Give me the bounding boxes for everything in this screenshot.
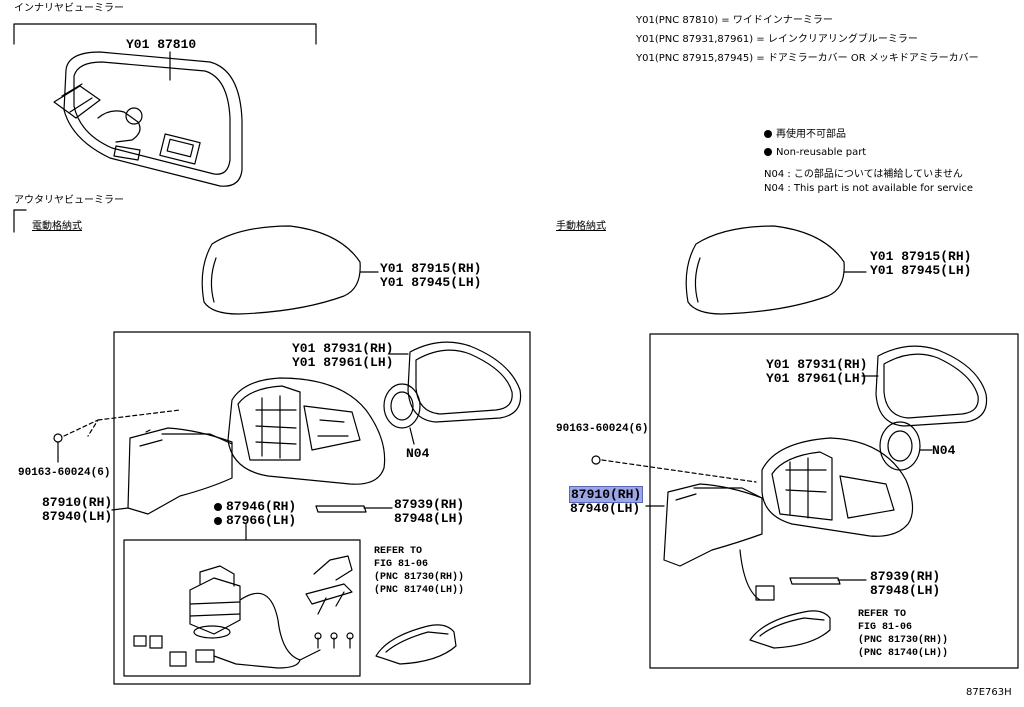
electric-motor-box [123, 539, 361, 677]
manual-glass-drawing [875, 345, 988, 427]
electric-trim-drawing [315, 505, 367, 513]
electric-box [113, 331, 531, 685]
n04-note-en: N04 : This part is not available for ser… [764, 183, 974, 194]
electric-cover-drawing [201, 225, 361, 315]
manual-assembly-part[interactable]: 87910(RH) 87940(LH) [568, 486, 644, 516]
electric-turn-signal-drawing [375, 624, 457, 665]
electric-title: 電動格納式 [32, 221, 82, 232]
non-reusable-dot-icon [764, 130, 772, 138]
legend-line-1: Y01(PNC 87810) = ワイドインナーミラー [636, 15, 833, 26]
inner-mirror-bracket [13, 23, 317, 45]
figure-id: 87E763H [966, 687, 1012, 698]
assembly-part-highlight[interactable]: 87910(RH) [568, 486, 644, 503]
electric-motor-drawing [133, 555, 354, 669]
manual-box [649, 333, 1019, 669]
electric-glass-drawing [407, 341, 522, 423]
electric-motor-part[interactable]: 87946(RH) 87966(LH) [214, 500, 296, 528]
inner-mirror-part-number[interactable]: Y01 87810 [126, 37, 197, 52]
manual-n04-disc [879, 421, 921, 471]
non-reusable-dot-icon [214, 517, 222, 525]
non-reusable-dot-icon [214, 503, 222, 511]
manual-turn-signal-drawing [749, 610, 831, 649]
n04-note-jp: N04 : この部品については補給していません [764, 169, 963, 180]
electric-screw [53, 433, 63, 443]
manual-trim-drawing [789, 577, 841, 585]
manual-cover-drawing [685, 225, 845, 315]
electric-base-drawing [127, 427, 233, 515]
non-reusable-legend-en: Non-reusable part [764, 148, 866, 158]
manual-refer-note[interactable]: REFER TO FIG 81-06 (PNC 81730(RH)) (PNC … [858, 609, 949, 659]
manual-cover-part[interactable]: Y01 87915(RH) Y01 87945(LH) [870, 249, 972, 278]
manual-n04-label[interactable]: N04 [932, 443, 956, 458]
manual-screw [591, 455, 601, 465]
electric-refer-note[interactable]: REFER TO FIG 81-06 (PNC 81730(RH)) (PNC … [374, 546, 465, 596]
electric-glass-part[interactable]: Y01 87931(RH) Y01 87961(LH) [292, 341, 394, 370]
non-reusable-dot-icon [764, 148, 772, 156]
manual-title: 手動格納式 [556, 221, 606, 232]
legend-line-2: Y01(PNC 87931,87961) = レインクリアリングブルーミラー [636, 34, 918, 45]
electric-n04-disc [383, 383, 421, 429]
inner-mirror-drawing [53, 51, 243, 187]
non-reusable-legend-jp: 再使用不可部品 [764, 130, 846, 140]
electric-n04-label[interactable]: N04 [406, 446, 430, 461]
outer-mirror-section-title: アウタリヤビューミラー [14, 195, 124, 206]
electric-screw-part[interactable]: 90163-60024(6) [18, 467, 111, 479]
manual-screw-part[interactable]: 90163-60024(6) [556, 423, 649, 435]
legend-line-3: Y01(PNC 87915,87945) = ドアミラーカバー OR メッキドア… [636, 53, 979, 64]
manual-base-drawing [663, 483, 763, 567]
manual-glass-part[interactable]: Y01 87931(RH) Y01 87961(LH) [766, 357, 868, 386]
electric-cover-part[interactable]: Y01 87915(RH) Y01 87945(LH) [380, 261, 482, 290]
electric-trim-part[interactable]: 87939(RH) 87948(LH) [394, 497, 465, 526]
manual-housing-drawing [761, 437, 914, 537]
electric-assembly-part[interactable]: 87910(RH) 87940(LH) [42, 495, 113, 524]
inner-mirror-section-title: インナリヤビューミラー [14, 3, 124, 14]
electric-housing-drawing [227, 377, 386, 485]
manual-trim-part[interactable]: 87939(RH) 87948(LH) [870, 569, 941, 598]
